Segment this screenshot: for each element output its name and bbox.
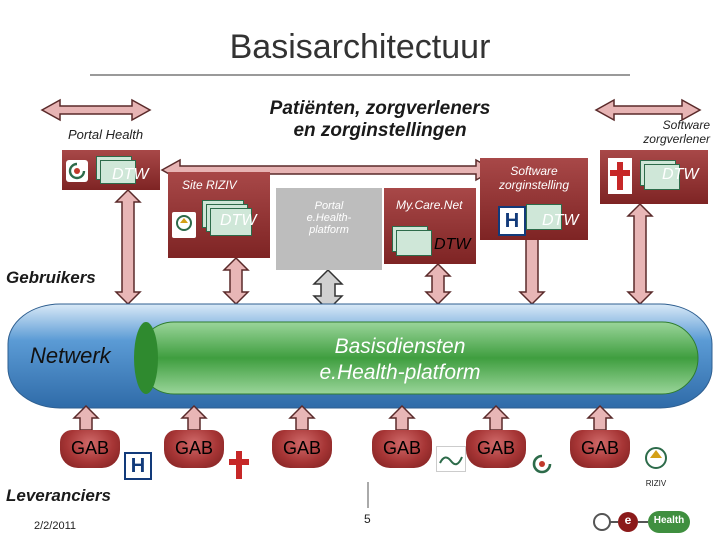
netwerk-label: Netwerk bbox=[30, 343, 111, 368]
gab-4: GAB bbox=[372, 430, 432, 468]
software-zorgverlener-label: Software zorgverlener bbox=[643, 118, 710, 146]
arrow-portal-health bbox=[40, 98, 152, 122]
ehealth-logo-health: Health bbox=[653, 515, 685, 526]
portal-health-label: Portal Health bbox=[68, 127, 144, 142]
software-zorginstelling-box: Software zorginstelling H DTW bbox=[480, 158, 588, 240]
gab-arrow-4 bbox=[388, 404, 416, 431]
mycarenet-logo-icon bbox=[436, 446, 466, 472]
gab-arrow-1 bbox=[72, 404, 100, 431]
gab-arrow-2 bbox=[180, 404, 208, 431]
site-riziv-dtw: DTW bbox=[220, 212, 257, 229]
ehealth-logo: e Health bbox=[590, 508, 720, 536]
mycarenet-dtw: DTW bbox=[434, 236, 471, 253]
users-headline: Patiënten, zorgverleners en zorginstelli… bbox=[240, 98, 520, 142]
portal-ehealth-label: Portal e.Health- platform bbox=[306, 200, 352, 236]
gab-6: GAB bbox=[570, 430, 630, 468]
mycarenet-box: My.Care.Net DTW bbox=[384, 188, 476, 264]
gab-arrow-5 bbox=[482, 404, 510, 431]
hospital-icon: H bbox=[498, 206, 526, 236]
portal-ehealth-box: Portal e.Health- platform bbox=[276, 188, 382, 270]
software-zorgverlener-dtw: DTW bbox=[662, 166, 699, 183]
ehealth-logo-e: e bbox=[624, 513, 632, 527]
gab-arrow-3 bbox=[288, 404, 316, 431]
software-zorginstelling-label: Software zorginstelling bbox=[498, 164, 570, 192]
site-riziv-box: Site RIZIV DTW bbox=[168, 172, 270, 258]
mycarenet-label: My.Care.Net bbox=[396, 198, 463, 212]
gab-2: GAB bbox=[164, 430, 224, 468]
headline-line-2: en zorginstellingen bbox=[293, 120, 467, 141]
ehealth-swirl-icon-bottom bbox=[530, 452, 554, 476]
vertical-arrow-2 bbox=[222, 256, 250, 306]
gebruikers-label: Gebruikers bbox=[6, 268, 96, 287]
portal-health-box: DTW bbox=[62, 150, 160, 190]
riziv-logo-icon-bottom: RIZIV bbox=[636, 444, 676, 488]
gab-1: GAB bbox=[60, 430, 120, 468]
page-title: Basisarchitectuur bbox=[229, 28, 491, 66]
gab-5: GAB bbox=[466, 430, 526, 468]
headline-line-1: Patiënten, zorgverleners bbox=[269, 98, 491, 119]
title-divider bbox=[90, 74, 630, 76]
arrow-software-zorgverlener bbox=[594, 98, 702, 122]
vertical-arrow-1 bbox=[114, 188, 142, 306]
gab-3: GAB bbox=[272, 430, 332, 468]
hospital-icon-bottom: H bbox=[124, 452, 152, 480]
slide-date: 2/2/2011 bbox=[34, 520, 77, 532]
vertical-arrow-5 bbox=[626, 202, 654, 306]
leveranciers-label: Leveranciers bbox=[6, 486, 111, 505]
gab-arrow-6 bbox=[586, 404, 614, 431]
software-zorgverlener-box: DTW bbox=[600, 150, 708, 204]
page-number: 5 bbox=[364, 512, 371, 526]
portal-health-dtw: DTW bbox=[112, 166, 149, 183]
pharmacy-cross-icon bbox=[608, 158, 632, 194]
software-zorginstelling-dtw: DTW bbox=[542, 212, 579, 229]
vertical-arrow-3 bbox=[424, 262, 452, 306]
riziv-logo-icon bbox=[172, 212, 196, 238]
site-riziv-label: Site RIZIV bbox=[182, 178, 237, 192]
basisdiensten-label: Basisdiensten e.Health-platform bbox=[319, 335, 481, 384]
ehealth-swirl-icon bbox=[66, 160, 88, 182]
pharmacy-cross-icon-bottom bbox=[228, 448, 250, 482]
